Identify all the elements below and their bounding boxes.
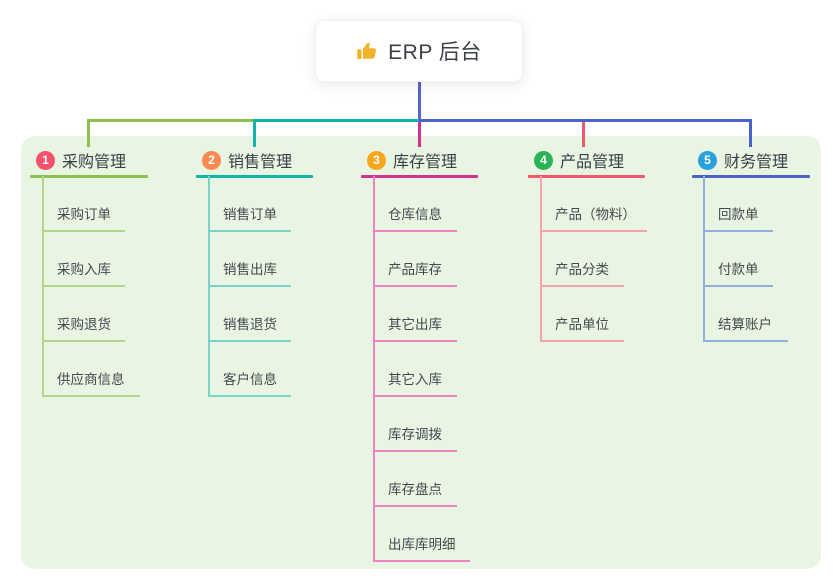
child-label: 采购退货: [57, 317, 111, 332]
branch-title: 财务管理: [724, 154, 789, 171]
child-label: 库存盘点: [388, 482, 442, 497]
child-label: 产品分类: [555, 262, 609, 277]
branch-number-badge: 2: [202, 150, 221, 170]
branch-number-badge: 5: [698, 150, 717, 170]
child-node[interactable]: 销售退货: [208, 317, 291, 342]
branch-underline: [692, 175, 810, 178]
branch-header-sales[interactable]: 2 销售管理: [202, 150, 293, 171]
child-label: 供应商信息: [57, 372, 125, 387]
branch-underline: [196, 175, 313, 178]
child-node[interactable]: 采购入库: [42, 262, 125, 287]
child-label: 客户信息: [223, 372, 277, 387]
branch-number-badge: 1: [36, 150, 55, 170]
branch-header-product[interactable]: 4 产品管理: [534, 150, 625, 171]
child-node[interactable]: 付款单: [703, 262, 773, 287]
branch-title: 采购管理: [62, 154, 127, 171]
child-label: 销售出库: [223, 262, 277, 277]
branches-panel: [21, 136, 821, 569]
branch-number-badge: 3: [367, 150, 386, 170]
child-node[interactable]: 采购退货: [42, 317, 125, 342]
branch-title: 销售管理: [228, 154, 293, 171]
child-label: 出库库明细: [388, 537, 456, 552]
child-node[interactable]: 产品库存: [373, 262, 457, 287]
child-label: 结算账户: [718, 317, 772, 332]
branch-underline: [528, 175, 645, 178]
child-label: 产品单位: [555, 317, 609, 332]
branch-connector-line: [703, 176, 705, 341]
child-node[interactable]: 销售出库: [208, 262, 291, 287]
branch-title: 库存管理: [393, 154, 458, 171]
child-label: 采购订单: [57, 207, 111, 222]
branch-header-purchase[interactable]: 1 采购管理: [36, 150, 127, 171]
branch-title: 产品管理: [560, 154, 625, 171]
child-label: 付款单: [718, 262, 759, 277]
child-node[interactable]: 采购订单: [42, 207, 125, 232]
child-label: 其它出库: [388, 317, 442, 332]
branch-number-badge: 4: [534, 150, 553, 170]
child-node[interactable]: 产品（物料）: [540, 207, 647, 232]
root-title: ERP 后台: [388, 41, 482, 64]
child-label: 回款单: [718, 207, 759, 222]
child-node[interactable]: 其它入库: [373, 372, 457, 397]
child-node[interactable]: 销售订单: [208, 207, 291, 232]
child-node[interactable]: 产品单位: [540, 317, 624, 342]
branch-header-finance[interactable]: 5 财务管理: [698, 150, 789, 171]
branch-underline: [361, 175, 478, 178]
child-label: 产品库存: [388, 262, 442, 277]
branch-connector-line: [540, 176, 542, 341]
child-node[interactable]: 库存调拨: [373, 427, 457, 452]
child-label: 销售退货: [223, 317, 277, 332]
child-node[interactable]: 其它出库: [373, 317, 457, 342]
child-node[interactable]: 结算账户: [703, 317, 788, 342]
child-label: 仓库信息: [388, 207, 442, 222]
child-label: 产品（物料）: [555, 207, 636, 222]
child-node[interactable]: 回款单: [703, 207, 773, 232]
child-node[interactable]: 客户信息: [208, 372, 291, 397]
child-node[interactable]: 出库库明细: [373, 537, 470, 562]
child-node[interactable]: 产品分类: [540, 262, 624, 287]
branch-underline: [30, 175, 148, 178]
child-label: 销售订单: [223, 207, 277, 222]
child-label: 库存调拨: [388, 427, 442, 442]
child-node[interactable]: 库存盘点: [373, 482, 457, 507]
child-label: 其它入库: [388, 372, 442, 387]
thumbs-up-icon: [357, 42, 377, 59]
child-node[interactable]: 供应商信息: [42, 372, 140, 397]
root-node[interactable]: ERP 后台: [315, 20, 523, 82]
branch-connector-line: [373, 176, 375, 561]
branch-header-inventory[interactable]: 3 库存管理: [367, 150, 458, 171]
child-node[interactable]: 仓库信息: [373, 207, 457, 232]
child-label: 采购入库: [57, 262, 111, 277]
